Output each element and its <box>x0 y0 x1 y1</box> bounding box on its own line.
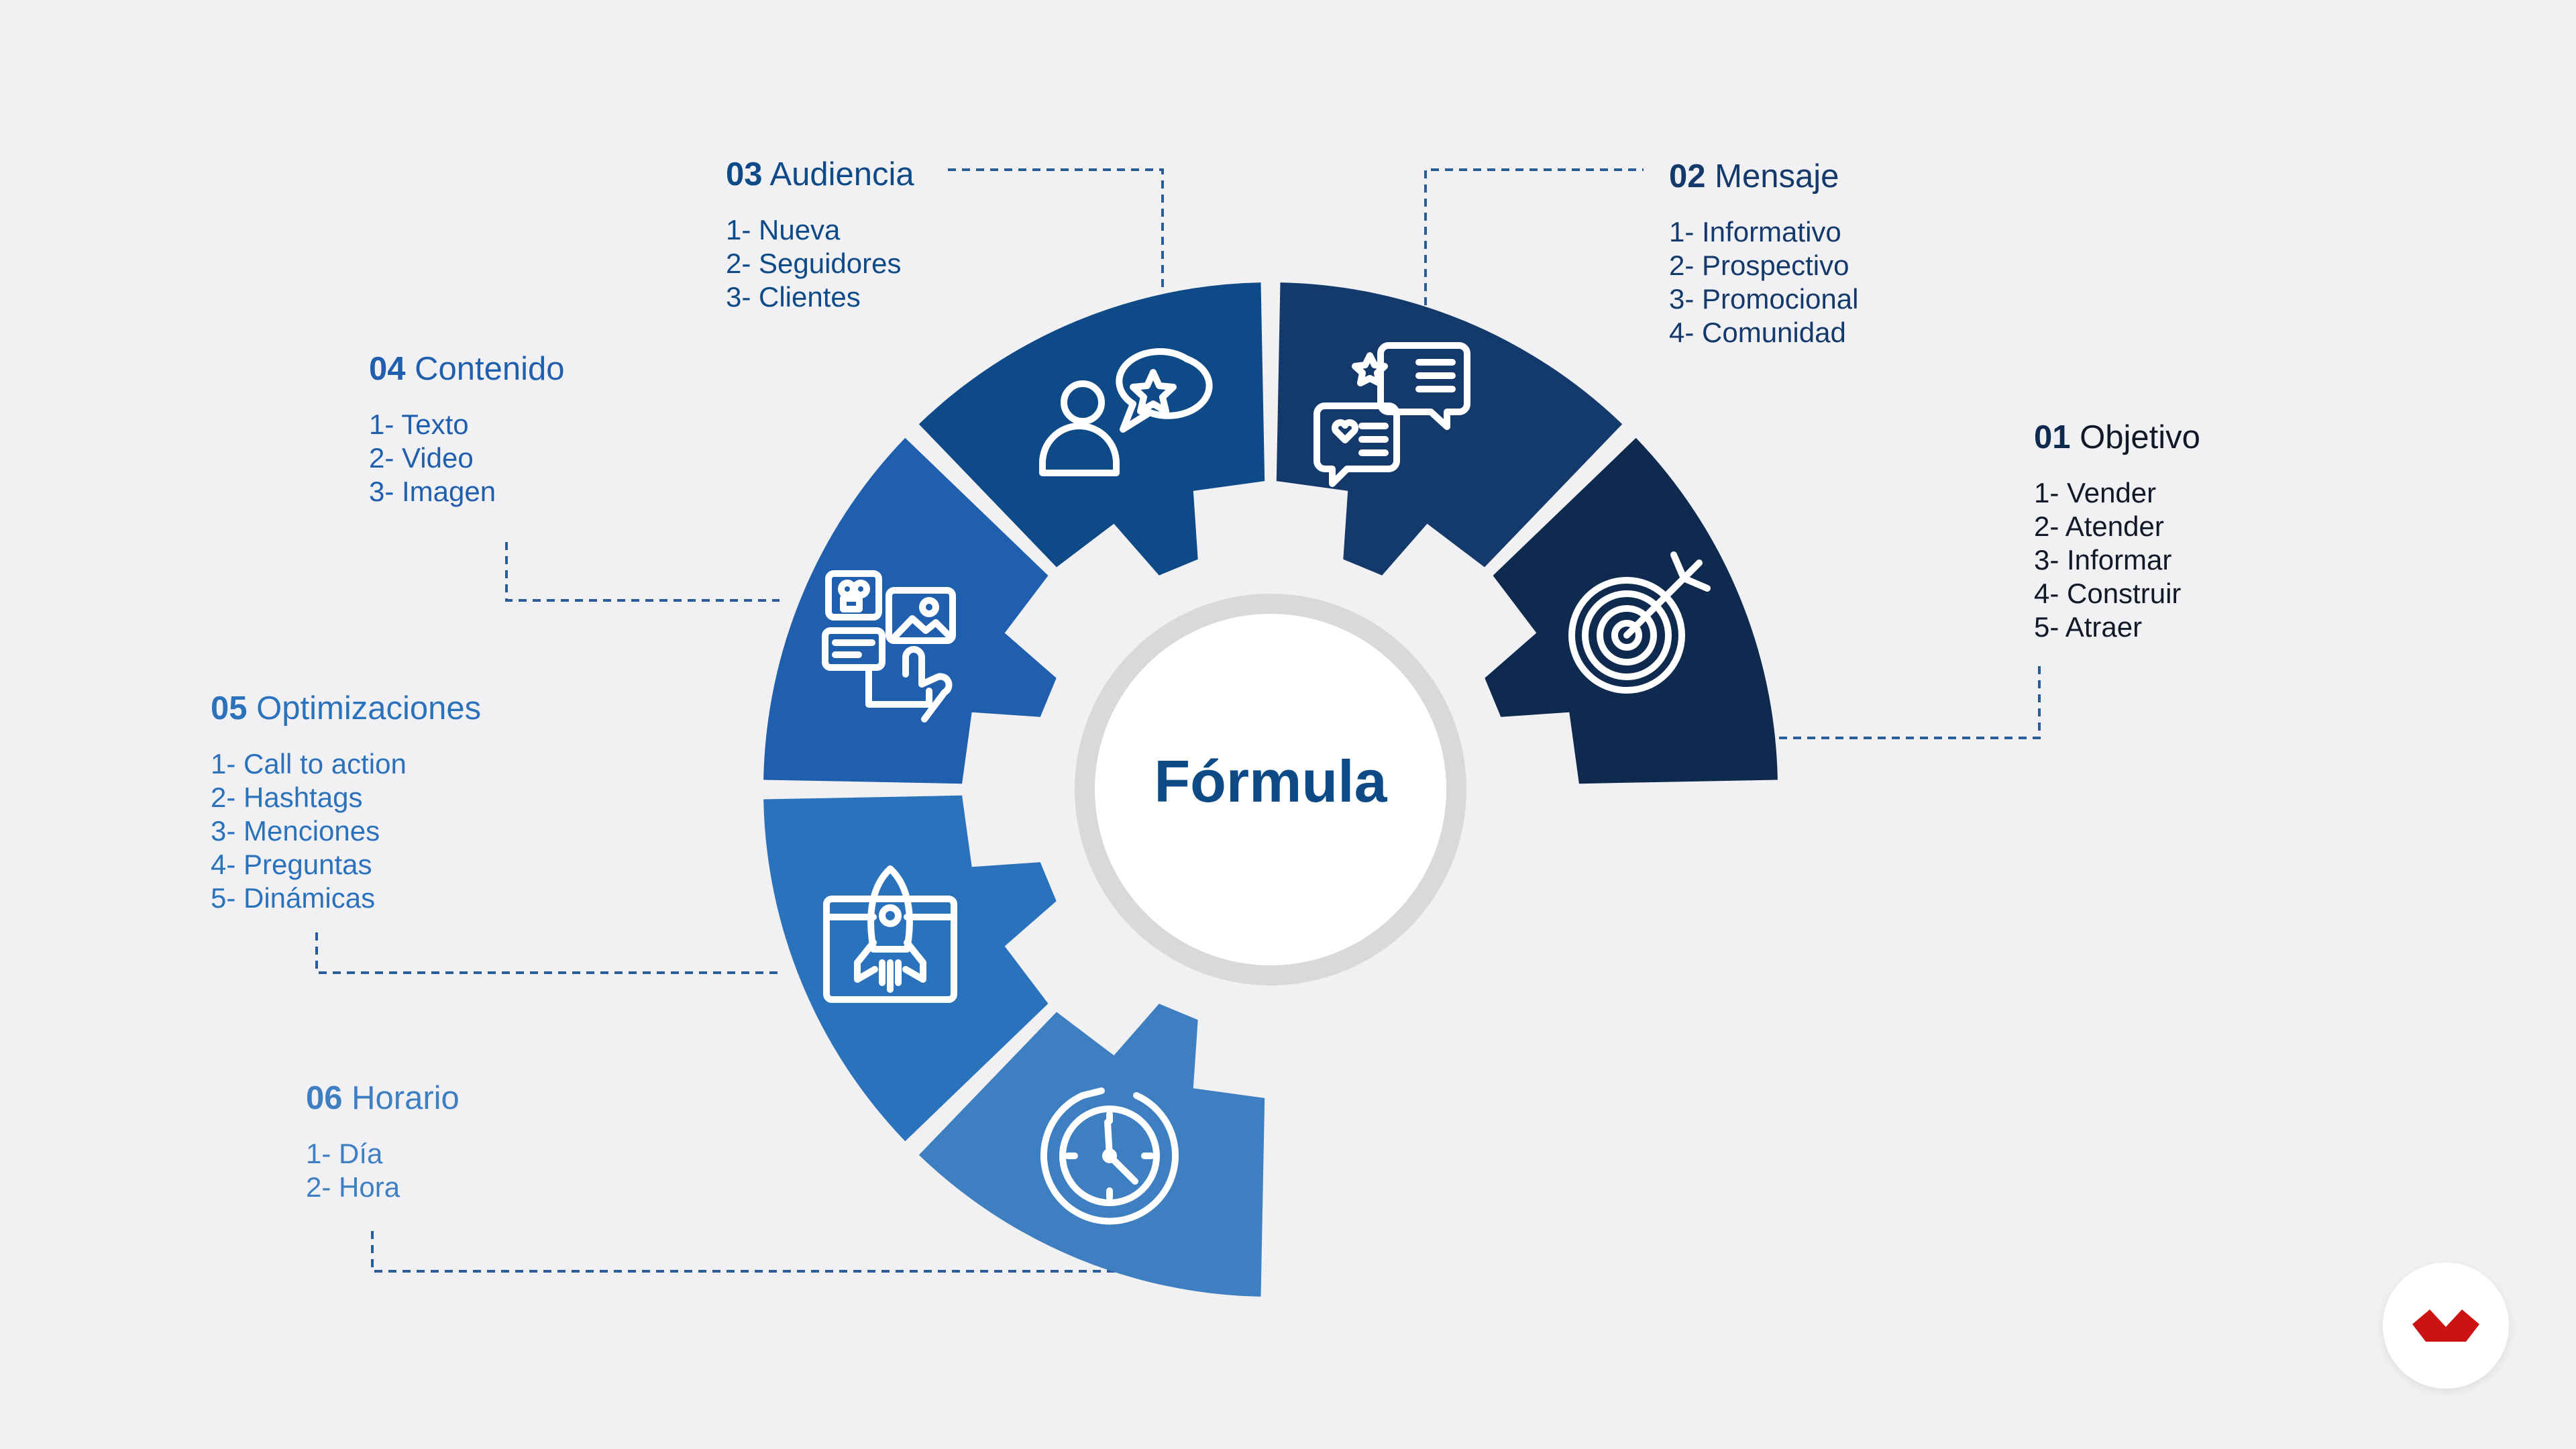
label-horario-number: 06 <box>306 1080 343 1116</box>
clock-icon <box>1040 1087 1179 1225</box>
brand-badge <box>2383 1263 2509 1389</box>
list-item: 2- Atender <box>2034 511 2164 542</box>
label-objetivo-heading: Objetivo <box>2080 419 2200 455</box>
center-title: Fórmula <box>1154 748 1387 814</box>
label-horario-title: 06 Horario <box>306 1078 460 1118</box>
connector-objetivo <box>1751 661 2041 739</box>
list-item: 3- Imagen <box>369 476 496 507</box>
connector-audiencia <box>948 168 1164 288</box>
label-objetivo-number: 01 <box>2034 419 2071 455</box>
label-objetivo-items: 1- Vender 2- Atender 3- Informar 4- Cons… <box>2034 476 2200 644</box>
list-item: 1- Vender <box>2034 477 2157 508</box>
label-contenido-title: 04 Contenido <box>369 349 565 389</box>
label-audiencia-title: 03 Audiencia <box>726 154 914 195</box>
label-horario-heading: Horario <box>352 1080 460 1116</box>
label-mensaje: 02 Mensaje 1- Informativo 2- Prospectivo… <box>1669 156 1858 350</box>
label-contenido-items: 1- Texto 2- Video 3- Imagen <box>369 408 565 508</box>
label-audiencia-items: 1- Nueva 2- Seguidores 3- Clientes <box>726 213 914 314</box>
chat-bubbles-icon <box>1313 342 1470 487</box>
label-contenido: 04 Contenido 1- Texto 2- Video 3- Imagen <box>369 349 565 508</box>
list-item: 4- Preguntas <box>211 849 372 880</box>
list-item: 3- Informar <box>2034 544 2172 576</box>
media-content-icon <box>822 570 956 722</box>
label-optimizaciones: 05 Optimizaciones 1- Call to action 2- H… <box>211 688 481 915</box>
list-item: 2- Hora <box>306 1171 400 1203</box>
label-mensaje-heading: Mensaje <box>1715 158 1839 195</box>
list-item: 5- Dinámicas <box>211 882 376 914</box>
label-audiencia-heading: Audiencia <box>769 156 914 193</box>
list-item: 3- Promocional <box>1669 283 1859 315</box>
list-item: 1- Call to action <box>211 748 407 780</box>
list-item: 2- Hashtags <box>211 782 363 813</box>
connector-optimizaciones <box>315 932 780 974</box>
label-contenido-number: 04 <box>369 351 406 387</box>
target-icon <box>1568 551 1711 694</box>
list-item: 1- Informativo <box>1669 216 1841 248</box>
list-item: 3- Menciones <box>211 815 380 847</box>
label-audiencia: 03 Audiencia 1- Nueva 2- Seguidores 3- C… <box>726 154 914 314</box>
label-mensaje-items: 1- Informativo 2- Prospectivo 3- Promoci… <box>1669 215 1858 350</box>
label-optimizaciones-heading: Optimizaciones <box>256 690 482 727</box>
list-item: 2- Prospectivo <box>1669 250 1849 281</box>
brand-logo-icon <box>2412 1309 2479 1342</box>
label-audiencia-number: 03 <box>726 156 763 193</box>
segment-icons <box>822 342 1711 1225</box>
list-item: 4- Construir <box>2034 578 2182 609</box>
hub-circle <box>1095 614 1446 965</box>
connector-mensaje <box>1424 168 1644 305</box>
segment-horario <box>918 1004 1265 1297</box>
list-item: 1- Día <box>306 1138 383 1169</box>
list-item: 1- Texto <box>369 409 469 440</box>
segment-contenido <box>763 437 1057 784</box>
list-item: 2- Seguidores <box>726 248 902 279</box>
list-item: 2- Video <box>369 442 474 474</box>
label-mensaje-number: 02 <box>1669 158 1706 195</box>
label-contenido-heading: Contenido <box>415 351 565 387</box>
label-horario: 06 Horario 1- Día 2- Hora <box>306 1078 460 1204</box>
label-mensaje-title: 02 Mensaje <box>1669 156 1858 197</box>
connector-horario <box>371 1231 1117 1273</box>
list-item: 4- Comunidad <box>1669 317 1846 348</box>
label-optimizaciones-items: 1- Call to action 2- Hashtags 3- Mencion… <box>211 747 481 915</box>
rocket-launch-icon <box>823 865 957 1003</box>
label-objetivo: 01 Objetivo 1- Vender 2- Atender 3- Info… <box>2034 417 2200 644</box>
connectors <box>315 168 2041 1273</box>
label-optimizaciones-title: 05 Optimizaciones <box>211 688 481 729</box>
user-star-icon <box>1039 347 1213 476</box>
list-item: 1- Nueva <box>726 214 841 246</box>
label-optimizaciones-number: 05 <box>211 690 248 727</box>
connector-contenido <box>505 542 780 602</box>
list-item: 3- Clientes <box>726 281 861 313</box>
list-item: 5- Atraer <box>2034 611 2143 643</box>
label-horario-items: 1- Día 2- Hora <box>306 1137 460 1204</box>
label-objetivo-title: 01 Objetivo <box>2034 417 2200 458</box>
center-hub <box>1075 594 1466 985</box>
